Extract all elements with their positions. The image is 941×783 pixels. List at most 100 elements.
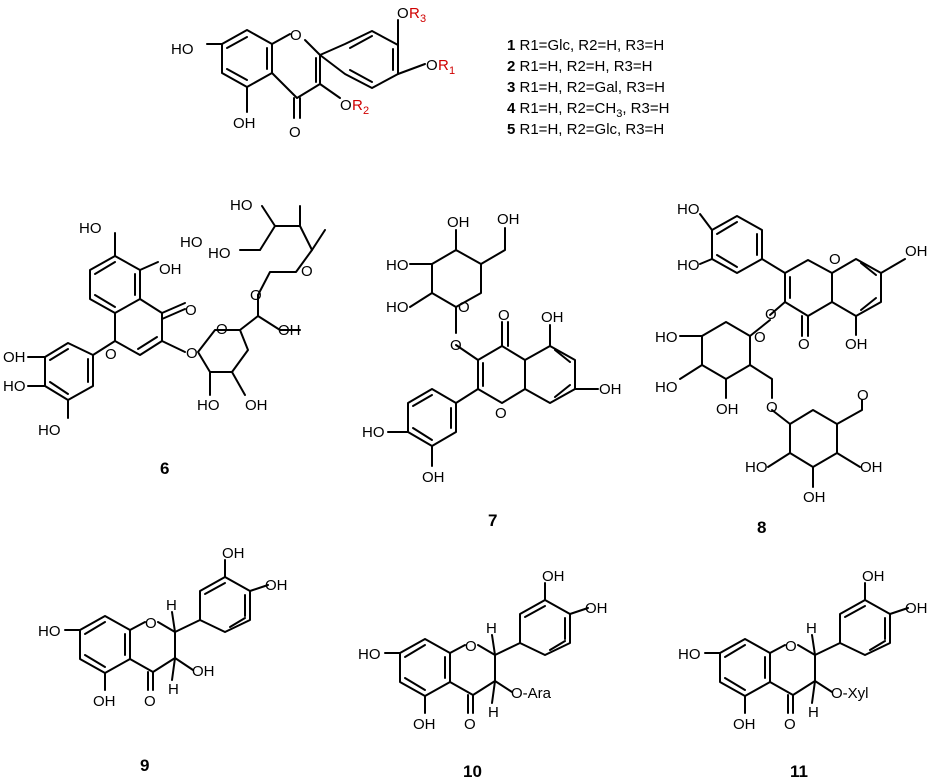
glycosidic-o-label: O bbox=[766, 399, 778, 416]
ho-label: HO bbox=[230, 197, 253, 214]
substituent-legend: 1 R1=Glc, R2=H, R3=H 2 R1=H, R2=H, R3=H … bbox=[507, 37, 669, 138]
legend-tail: , R3=H bbox=[622, 100, 669, 117]
legend-num: 3 bbox=[507, 79, 515, 96]
oh-label: OH bbox=[860, 459, 883, 476]
or3-r-label: R bbox=[409, 5, 420, 22]
ho-label: HO bbox=[180, 234, 203, 251]
oh-label: OH bbox=[716, 401, 739, 418]
ring-o-label: O bbox=[495, 405, 507, 422]
h-label: H bbox=[486, 620, 497, 637]
pyranose-o-label: O bbox=[458, 299, 470, 316]
oh-label: OH bbox=[278, 322, 301, 339]
compound-number: 11 bbox=[790, 762, 808, 781]
ho-label: HO bbox=[386, 299, 409, 316]
compound-number: 8 bbox=[757, 518, 766, 537]
carbonyl-o-label: O bbox=[289, 124, 301, 141]
legend-num: 5 bbox=[507, 121, 515, 138]
ring-o-label: O bbox=[829, 251, 841, 268]
glycosidic-o-label: O bbox=[250, 287, 262, 304]
carbonyl-o-label: O bbox=[498, 307, 510, 324]
legend-text: R1=Glc, R2=H, R3=H bbox=[515, 37, 664, 54]
ho-label: HO bbox=[208, 245, 231, 262]
oh-label: OH bbox=[265, 577, 288, 594]
compound-number: 9 bbox=[140, 756, 149, 775]
ring-o-label: O bbox=[105, 346, 117, 363]
h-label: H bbox=[808, 704, 819, 721]
oh-label: OH bbox=[845, 336, 868, 353]
ho-label: HO bbox=[79, 220, 102, 237]
ho-label: HO bbox=[745, 459, 768, 476]
o-xyl-label: O-Xyl bbox=[831, 685, 869, 702]
ring-o-label: O bbox=[145, 615, 157, 632]
oh-label: OH bbox=[497, 211, 520, 228]
carbonyl-o-label: O bbox=[784, 716, 796, 733]
oh-label: OH bbox=[905, 243, 928, 260]
oh-label: OH bbox=[862, 568, 885, 585]
ho-label: HO bbox=[677, 257, 700, 274]
oh-label: OH bbox=[599, 381, 622, 398]
link-o-label: O bbox=[450, 337, 462, 354]
compound-number: 10 bbox=[463, 762, 482, 781]
structure-9: OH OH HO O H OH OH O H 9 bbox=[38, 545, 288, 775]
legend-text: R1=H, R2=H, R3=H bbox=[515, 58, 652, 75]
h-label: H bbox=[168, 681, 179, 698]
compound-number: 6 bbox=[160, 459, 169, 478]
oh-7-label: HO bbox=[171, 41, 194, 58]
link-o-label: O bbox=[186, 345, 198, 362]
h-label: H bbox=[806, 620, 817, 637]
h-label: H bbox=[488, 704, 499, 721]
oh-label: OH bbox=[422, 469, 445, 486]
legend-row: 4 R1=H, R2=CH3, R3=H bbox=[507, 100, 669, 120]
structure-1-5: HO O OH O O R 3 O R 1 O R 2 bbox=[171, 5, 455, 141]
or2-o-label: O bbox=[340, 97, 352, 114]
oh-label: OH bbox=[93, 693, 116, 710]
pyranose-o-label: O bbox=[857, 387, 869, 404]
or3-sub-label: 3 bbox=[420, 13, 426, 25]
compound-number: 7 bbox=[488, 511, 497, 530]
oh-label: OH bbox=[541, 309, 564, 326]
carbonyl-o-label: O bbox=[464, 716, 476, 733]
ring-o-label: O bbox=[785, 638, 797, 655]
oh-label: OH bbox=[905, 600, 928, 617]
h-label: H bbox=[166, 597, 177, 614]
or3-o-label: O bbox=[397, 5, 409, 22]
oh-label: OH bbox=[447, 214, 470, 231]
oh-label: OH bbox=[542, 568, 565, 585]
legend-text: R1=H, R2=Gal, R3=H bbox=[515, 79, 665, 96]
oh-label: OH bbox=[3, 349, 26, 366]
structure-8: HO HO O OH O O OH HO O HO OH O O HO OH O… bbox=[655, 201, 928, 537]
pyranose-o-label: O bbox=[754, 329, 766, 346]
structure-6: HO OH O O O O OH OH HO HO HO OH HO HO O … bbox=[3, 197, 326, 478]
ho-label: HO bbox=[677, 201, 700, 218]
legend-row: 2 R1=H, R2=H, R3=H bbox=[507, 58, 652, 75]
oh-5-label: OH bbox=[233, 115, 256, 132]
legend-sub: 3 bbox=[616, 108, 622, 120]
oh-label: OH bbox=[733, 716, 756, 733]
ho-label: HO bbox=[358, 646, 381, 663]
link-o-label: O bbox=[765, 306, 777, 323]
oh-label: OH bbox=[222, 545, 245, 562]
structure-10: OH OH HO O H O-Ara OH O H 10 bbox=[358, 568, 608, 781]
ho-label: HO bbox=[362, 424, 385, 441]
legend-num: 4 bbox=[507, 100, 516, 117]
oh-label: OH bbox=[413, 716, 436, 733]
ho-label: HO bbox=[3, 378, 26, 395]
legend-row: 1 R1=Glc, R2=H, R3=H bbox=[507, 37, 664, 54]
ho-label: HO bbox=[197, 397, 220, 414]
oh-label: OH bbox=[803, 489, 826, 506]
legend-text: R1=H, R2=CH bbox=[515, 100, 616, 117]
carbonyl-o-label: O bbox=[144, 693, 156, 710]
or1-sub-label: 1 bbox=[449, 65, 455, 77]
furanose-o-label: O bbox=[216, 321, 228, 338]
or1-r-label: R bbox=[438, 57, 449, 74]
or2-sub-label: 2 bbox=[363, 105, 369, 117]
ho-label: HO bbox=[38, 623, 61, 640]
or2-r-label: R bbox=[352, 97, 363, 114]
legend-row: 3 R1=H, R2=Gal, R3=H bbox=[507, 79, 665, 96]
ho-label: HO bbox=[386, 257, 409, 274]
ring-o-label: O bbox=[290, 27, 302, 44]
structure-11: OH OH HO O H O-Xyl OH O H 11 bbox=[678, 568, 928, 781]
legend-row: 5 R1=H, R2=Glc, R3=H bbox=[507, 121, 664, 138]
or1-o-label: O bbox=[426, 57, 438, 74]
